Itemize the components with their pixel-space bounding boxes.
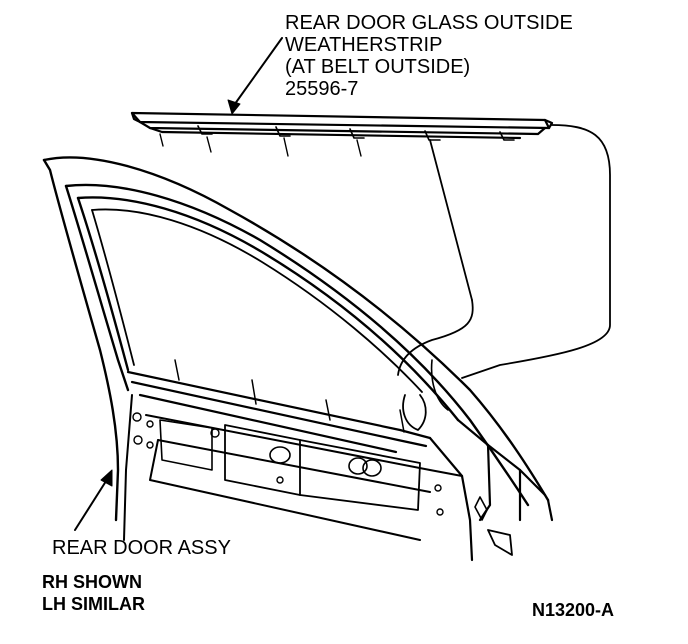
figure-number: N13200-A bbox=[532, 600, 615, 620]
callout-line-2: WEATHERSTRIP bbox=[285, 34, 443, 56]
door-rear-edge bbox=[402, 359, 554, 562]
callout-line-3: (AT BELT OUTSIDE) bbox=[285, 56, 471, 78]
callout-line-1: REAR DOOR GLASS OUTSIDE bbox=[285, 12, 573, 34]
door-assy-arrow bbox=[74, 469, 113, 531]
door-assy-label: REAR DOOR ASSY bbox=[52, 537, 231, 559]
belt-line bbox=[126, 359, 432, 454]
note-line-1: RH SHOWN bbox=[42, 572, 142, 592]
callout-leader-arrow bbox=[227, 37, 283, 115]
weatherstrip-callout: REAR DOOR GLASS OUTSIDE WEATHERSTRIP (AT… bbox=[285, 12, 573, 100]
orientation-note: RH SHOWN LH SIMILAR bbox=[42, 571, 145, 615]
inner-door-panel bbox=[123, 394, 463, 541]
weatherstrip-part bbox=[130, 111, 554, 157]
door-frame bbox=[42, 156, 550, 522]
exploded-view-lines bbox=[397, 124, 611, 379]
callout-part-number: 25596-7 bbox=[285, 78, 359, 100]
note-line-2: LH SIMILAR bbox=[42, 594, 145, 614]
